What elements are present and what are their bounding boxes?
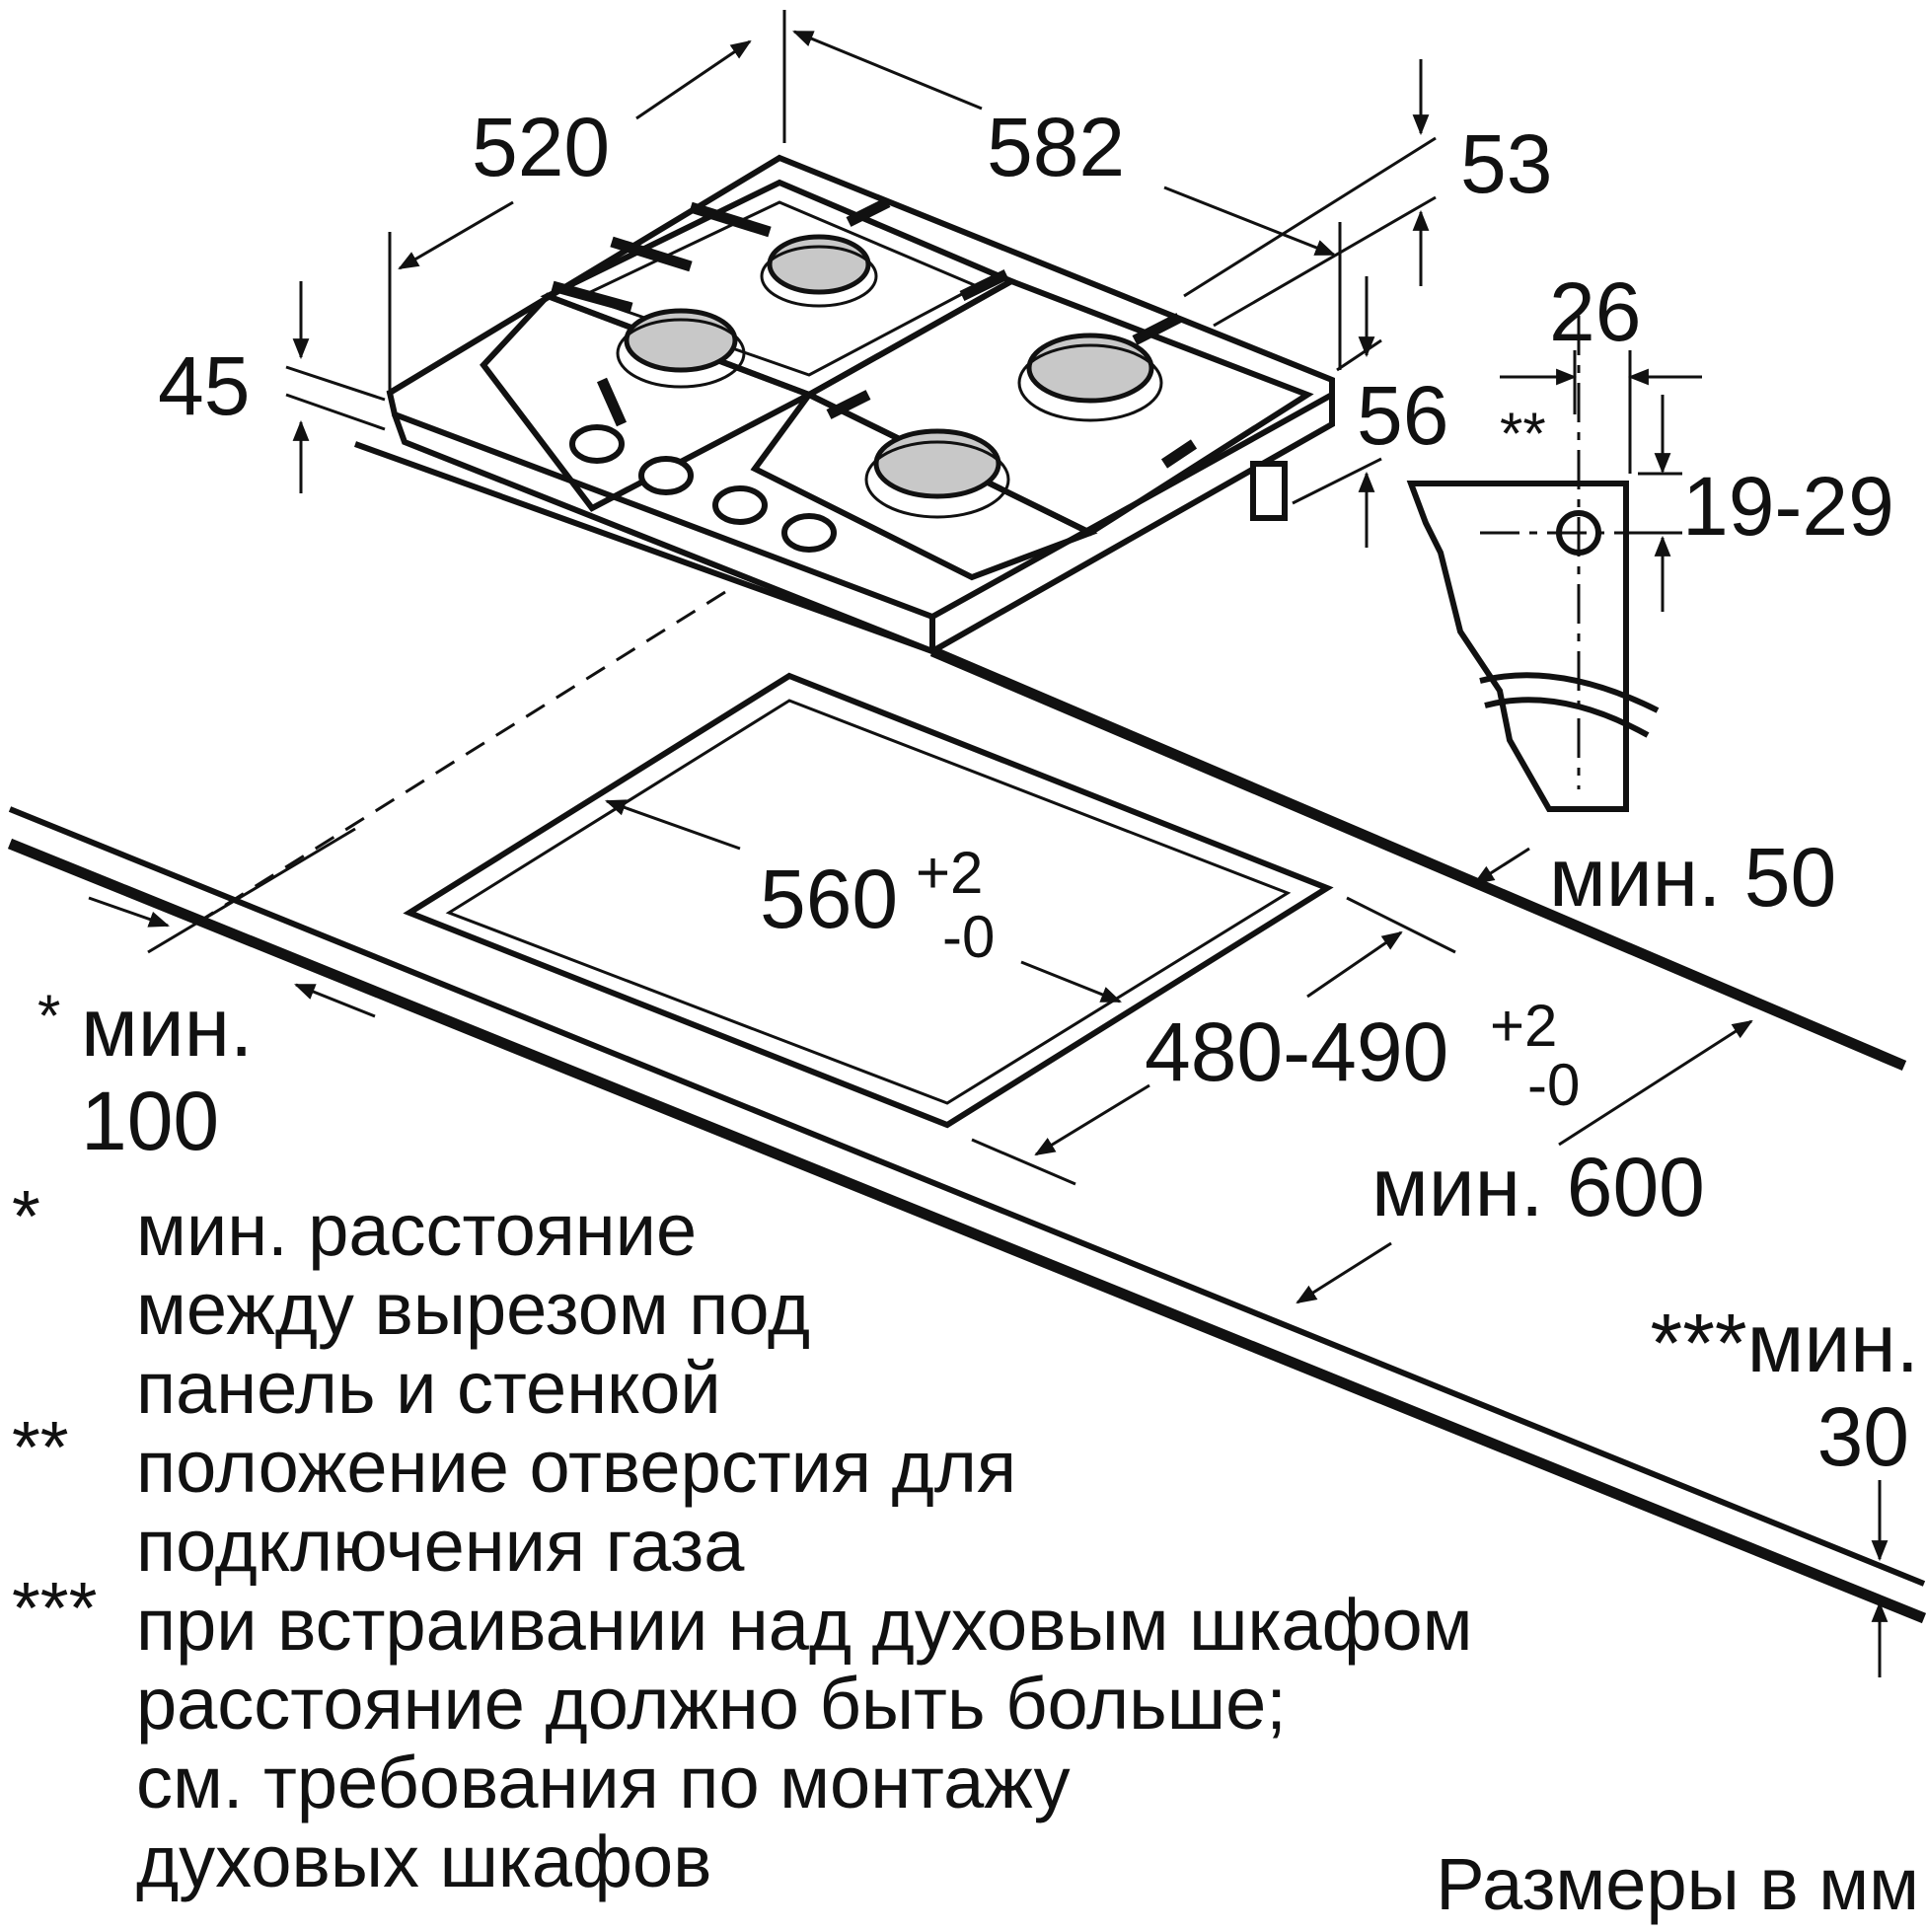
burner-rear-left: [767, 234, 871, 295]
note-3-line-3: см. требования по монтажу: [136, 1742, 1071, 1823]
note-2-line-2: подключения газа: [136, 1505, 745, 1587]
note-1-line-2: между вырезом под: [136, 1268, 810, 1350]
gas-connection-detail: [1406, 316, 1677, 812]
note-1-line-3: панель и стенкой: [136, 1347, 721, 1429]
note-1-mark: *: [12, 1175, 40, 1257]
hob-illustration: [386, 154, 1335, 655]
cutout-inner: [445, 699, 1292, 1105]
dim-cutout-depth-tol-plus: +2: [1490, 993, 1557, 1059]
knob-2: [638, 456, 694, 495]
bracket-profile: [1406, 481, 1629, 812]
dimension-lines: [88, 10, 1889, 1677]
dim-cutout-depth-tol-minus: -0: [1527, 1052, 1580, 1118]
burner-rear-right: [1026, 333, 1154, 404]
dim-min-100-star: *: [37, 983, 60, 1049]
burner-front-right: [873, 428, 1001, 499]
grate-bars: [551, 197, 1198, 469]
note-2-mark: **: [12, 1406, 69, 1488]
dim-min-30-value: 30: [1817, 1390, 1909, 1483]
dim-cutout-width: 560: [760, 853, 898, 945]
dim-min-600: мин. 600: [1371, 1141, 1705, 1233]
dim-min-100-label: мин.: [81, 981, 253, 1074]
knob-3: [712, 485, 768, 525]
dim-26: 26: [1549, 265, 1641, 358]
note-3-line-1: при встраивании над духовым шкафом: [136, 1584, 1473, 1666]
gas-connector: [1250, 461, 1288, 521]
dim-cutout-width-tol-plus: +2: [916, 840, 983, 906]
dim-53: 53: [1460, 117, 1552, 210]
dim-min-30-label: ***мин.: [1651, 1297, 1919, 1389]
dim-582: 582: [987, 101, 1125, 193]
units-label: Размеры в мм: [1436, 1843, 1919, 1925]
dim-520: 520: [472, 101, 610, 193]
pan-support-left-inner: [578, 200, 981, 377]
dim-min-100-value: 100: [81, 1075, 219, 1167]
countertop-rear-edge: [929, 645, 1907, 1072]
dim-19-29: 19-29: [1682, 460, 1894, 553]
hob-top-plate: [386, 154, 1335, 621]
note-3-mark: ***: [12, 1567, 97, 1649]
control-knobs: [569, 424, 837, 553]
pan-support-bottom: [750, 391, 1098, 581]
dimension-labels: 520 582 53 45 26 56 ** 19-29 560 +2 -0 4…: [37, 101, 1919, 1483]
cutout-outer: [403, 672, 1334, 1129]
note-3-line-2: расстояние должно быть больше;: [136, 1663, 1287, 1745]
note-1-line-1: мин. расстояние: [136, 1189, 697, 1271]
note-3-line-4: духовых шкафов: [136, 1821, 711, 1902]
footnotes: * мин. расстояние между вырезом под пане…: [12, 1175, 1919, 1925]
knob-4: [781, 513, 837, 553]
dim-gas-hole-mark: **: [1500, 401, 1546, 467]
dim-56: 56: [1357, 369, 1448, 462]
dim-cutout-depth: 480-490: [1145, 1005, 1448, 1098]
countertop-illustration: [7, 441, 1926, 1624]
burner-front-left: [624, 308, 738, 373]
dim-cutout-width-tol-minus: -0: [942, 904, 995, 970]
countertop-left-edge: [353, 441, 934, 654]
countertop-front-top: [7, 838, 1926, 1624]
projection-dashed: [196, 590, 726, 925]
dim-45: 45: [158, 339, 250, 432]
note-2-line-1: положение отверстия для: [136, 1426, 1016, 1508]
knob-1: [569, 424, 625, 464]
dim-min-50: мин. 50: [1549, 831, 1836, 924]
countertop-back-top: [8, 806, 1926, 1587]
